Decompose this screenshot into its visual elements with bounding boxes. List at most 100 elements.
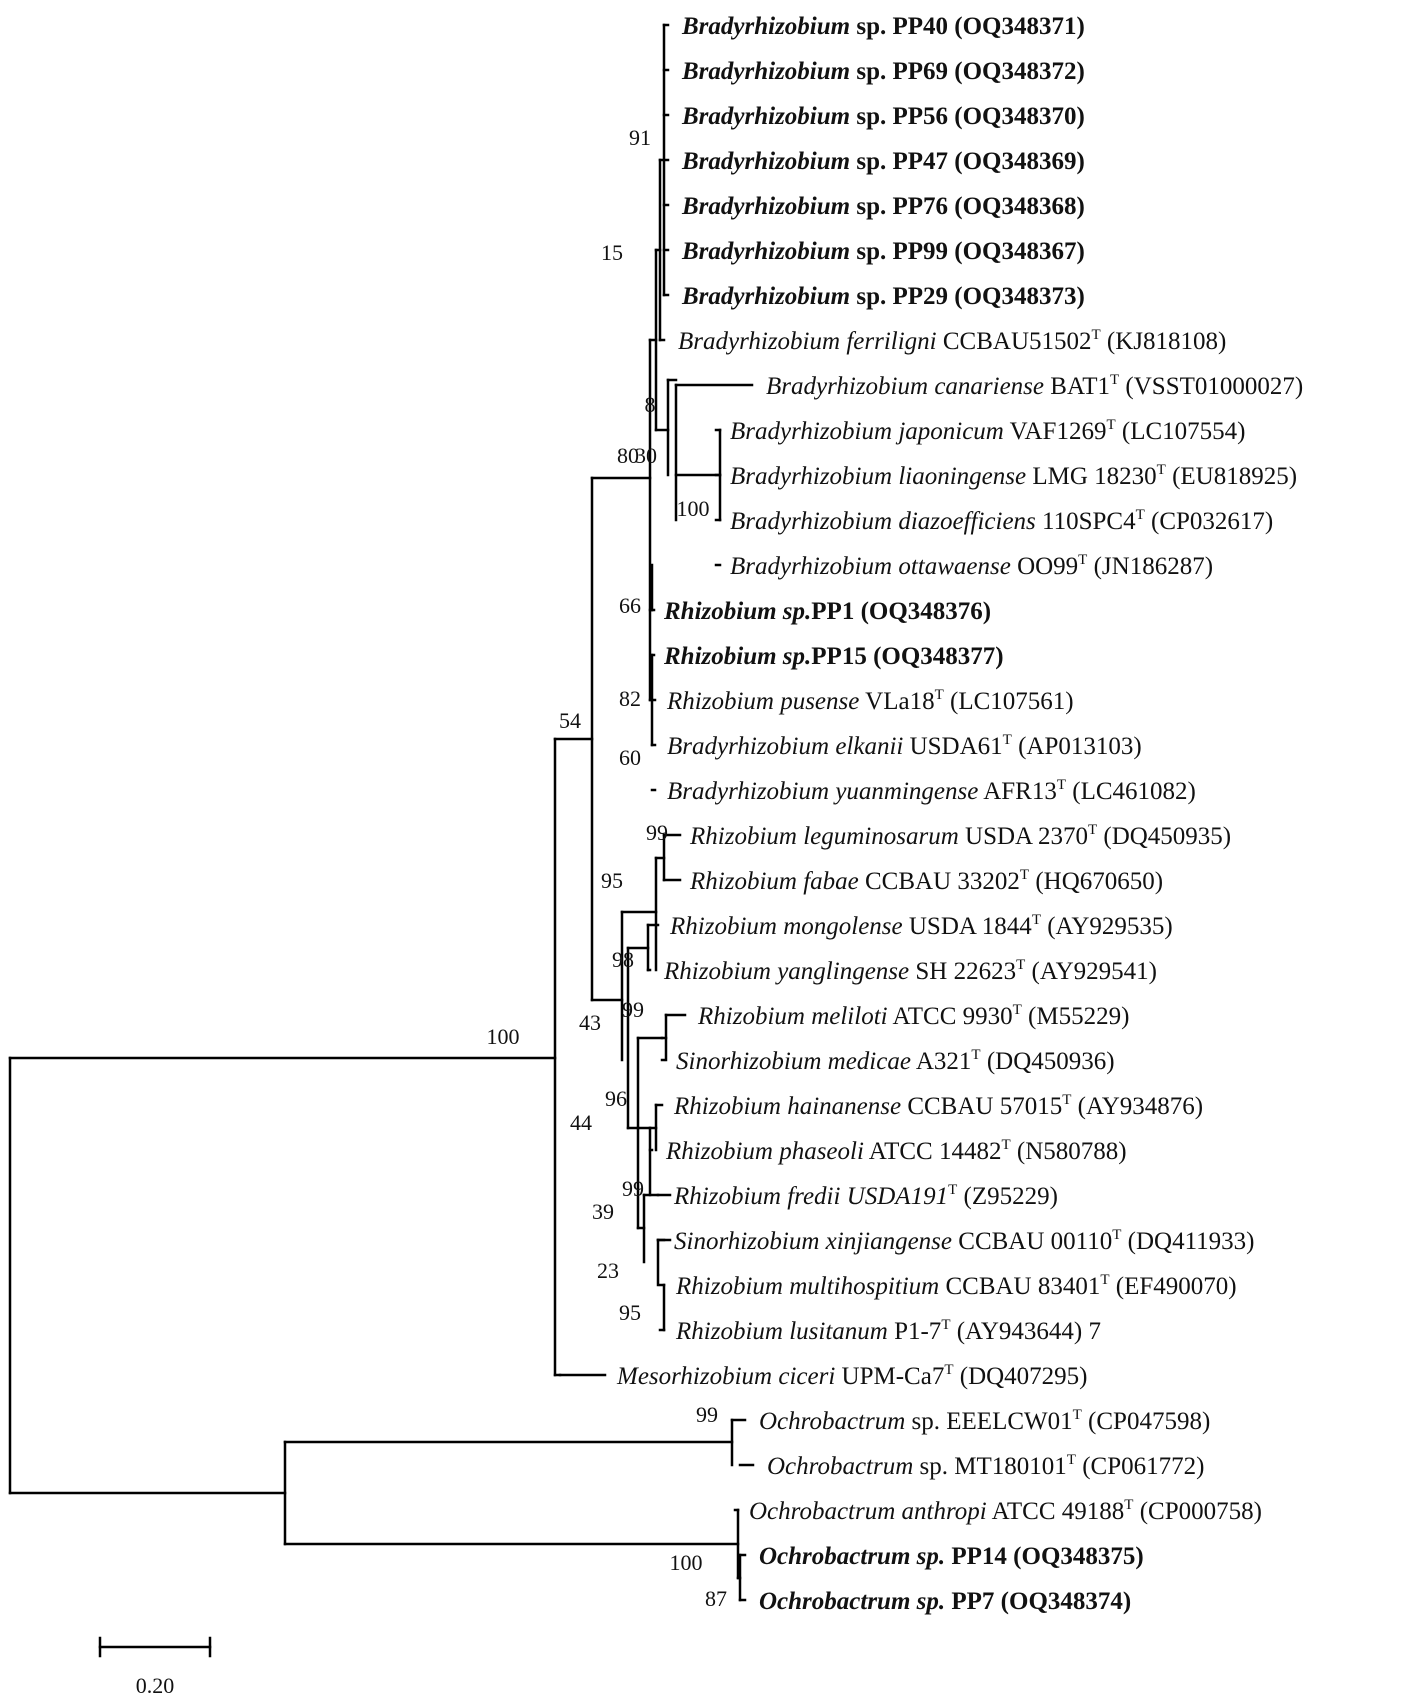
type-strain-mark: T xyxy=(941,1317,950,1333)
taxon-strain: sp. PP47 (OQ348369) xyxy=(850,148,1085,175)
taxon-genus: Rhizobium xyxy=(689,823,797,850)
type-strain-mark: T xyxy=(1136,507,1145,523)
bootstrap-value: 100 xyxy=(677,496,710,521)
taxon-epithet: ciceri xyxy=(772,1363,835,1390)
taxon-genus: Bradyrhizobium xyxy=(667,733,829,760)
taxon-genus: Bradyrhizobium xyxy=(681,283,850,310)
taxon-genus: Bradyrhizobium xyxy=(681,103,850,130)
taxon-genus: Bradyrhizobium xyxy=(730,553,892,580)
taxon-epithet: lusitanum xyxy=(783,1318,888,1345)
bootstrap-value: 80 xyxy=(617,443,639,468)
taxon-label: Ochrobactrum anthropi ATCC 49188T (CP000… xyxy=(749,1497,1262,1525)
type-strain-mark: T xyxy=(1067,1452,1076,1468)
taxon-genus: Rhizobium xyxy=(689,868,797,895)
taxon-accession: (Z95229) xyxy=(957,1183,1058,1210)
taxon-label: Rhizobium hainanense CCBAU 57015T (AY934… xyxy=(673,1092,1203,1120)
type-strain-mark: T xyxy=(1057,777,1066,793)
taxon-strain: PP15 (OQ348377) xyxy=(811,643,1003,670)
type-strain-mark: T xyxy=(1020,867,1029,883)
taxon-strain: USDA61 xyxy=(903,733,1002,760)
type-strain-mark: T xyxy=(1110,372,1119,388)
bootstrap-value: 23 xyxy=(597,1258,619,1283)
taxon-label: Bradyrhizobium ottawaense OO99T (JN18628… xyxy=(730,552,1213,580)
taxon-genus: Bradyrhizobium xyxy=(681,238,850,265)
taxon-accession: (LC107554) xyxy=(1116,418,1246,445)
taxon-strain: PP1 (OQ348376) xyxy=(811,598,991,625)
taxon-strain: OO99 xyxy=(1011,553,1078,580)
taxon-strain: sp. PP76 (OQ348368) xyxy=(850,193,1085,220)
type-strain-mark: T xyxy=(1124,1497,1133,1513)
taxon-strain: AFR13 xyxy=(978,778,1057,805)
taxon-genus: Rhizobium xyxy=(663,958,771,985)
type-strain-mark: T xyxy=(935,687,944,703)
type-strain-mark: T xyxy=(1106,417,1115,433)
scale-bar: 0.20 xyxy=(98,1636,212,1698)
taxon-genus: Rhizobium xyxy=(666,688,774,715)
taxon-genus: Bradyrhizobium xyxy=(766,373,928,400)
taxon-genus: Rhizobium xyxy=(675,1318,783,1345)
taxon-label: Mesorhizobium ciceri UPM-Ca7T (DQ407295) xyxy=(616,1362,1088,1390)
type-strain-mark: T xyxy=(1003,732,1012,748)
taxon-label: Rhizobium meliloti ATCC 9930T (M55229) xyxy=(697,1002,1129,1030)
bootstrap-value: 91 xyxy=(629,125,651,150)
type-strain-mark: T xyxy=(1013,1002,1022,1018)
taxon-accession: (M55229) xyxy=(1022,1003,1130,1030)
taxon-genus: Rhizobium sp. xyxy=(663,643,811,670)
taxon-label: Ochrobactrum sp. EEELCW01T (CP047598) xyxy=(759,1407,1210,1435)
taxon-accession: (CP032617) xyxy=(1145,508,1273,535)
taxon-epithet: pusense xyxy=(774,688,859,715)
tree-branches xyxy=(8,23,755,1602)
taxon-strain: CCBAU 83401 xyxy=(939,1273,1100,1300)
bootstrap-value: 100 xyxy=(487,1024,520,1049)
taxon-epithet: hainanense xyxy=(781,1093,901,1120)
taxon-strain: USDA 2370 xyxy=(959,823,1088,850)
taxon-genus: Ochrobactrum xyxy=(767,1453,913,1480)
type-strain-mark: T xyxy=(1100,1272,1109,1288)
bootstrap-value: 95 xyxy=(601,868,623,893)
taxon-strain: 110SPC4 xyxy=(1036,508,1136,535)
bootstrap-value: 87 xyxy=(705,1586,727,1611)
bootstrap-value: 99 xyxy=(622,1176,644,1201)
taxon-accession: (DQ450935) xyxy=(1097,823,1231,850)
taxon-accession: (EF490070) xyxy=(1110,1273,1237,1300)
taxon-genus: Rhizobium xyxy=(697,1003,805,1030)
taxon-epithet: yuanmingense xyxy=(829,778,978,805)
taxon-accession: (VSST01000027) xyxy=(1119,373,1303,400)
bootstrap-value: 82 xyxy=(619,686,641,711)
taxon-label: Bradyrhizobium elkanii USDA61T (AP013103… xyxy=(667,732,1142,760)
taxon-accession: (AY929535) xyxy=(1041,913,1173,940)
taxon-strain: sp. PP56 (OQ348370) xyxy=(850,103,1085,130)
taxon-genus: Rhizobium xyxy=(665,1138,773,1165)
taxon-strain: PP14 (OQ348375) xyxy=(945,1543,1144,1570)
taxon-epithet: multihospitium xyxy=(783,1273,939,1300)
type-strain-mark: T xyxy=(1157,462,1166,478)
bootstrap-value: 95 xyxy=(619,1300,641,1325)
type-strain-mark: T xyxy=(1092,327,1101,343)
taxon-label: Rhizobium multihospitium CCBAU 83401T (E… xyxy=(675,1272,1237,1300)
taxon-epithet: diazoefficiens xyxy=(892,508,1036,535)
taxon-genus: Bradyrhizobium xyxy=(681,58,850,85)
taxon-strain: ATCC 49188 xyxy=(987,1498,1125,1525)
type-strain-mark: T xyxy=(1032,912,1041,928)
taxon-label: Ochrobactrum sp. MT180101T (CP061772) xyxy=(767,1452,1204,1480)
taxon-accession: (CP061772) xyxy=(1076,1453,1204,1480)
taxon-strain: sp. EEELCW01 xyxy=(905,1408,1072,1435)
taxon-strain: VLa18 xyxy=(859,688,934,715)
taxon-accession: (KJ818108) xyxy=(1101,328,1227,355)
taxon-genus: Bradyrhizobium xyxy=(730,508,892,535)
taxon-epithet: canariense xyxy=(928,373,1044,400)
taxon-label: Bradyrhizobium sp. PP47 (OQ348369) xyxy=(681,148,1085,175)
taxon-label: Rhizobium fredii USDA191T (Z95229) xyxy=(673,1182,1058,1210)
bootstrap-value: 99 xyxy=(622,997,644,1022)
taxon-strain: A321 xyxy=(911,1048,971,1075)
scale-bar-label: 0.20 xyxy=(136,1673,175,1698)
taxon-accession: (DQ450936) xyxy=(981,1048,1115,1075)
bootstrap-support-values: 9115880301006682605499959843999644993923… xyxy=(487,125,728,1611)
taxon-strain: USDA 1844 xyxy=(903,913,1033,940)
taxon-strain: CCBAU 00110 xyxy=(952,1228,1112,1255)
taxon-label: Rhizobium fabae CCBAU 33202T (HQ670650) xyxy=(689,867,1163,895)
type-strain-mark: T xyxy=(1073,1407,1082,1423)
type-strain-mark: T xyxy=(1112,1227,1121,1243)
taxon-accession: (AP013103) xyxy=(1012,733,1142,760)
taxon-label: Rhizobium mongolense USDA 1844T (AY92953… xyxy=(669,912,1173,940)
